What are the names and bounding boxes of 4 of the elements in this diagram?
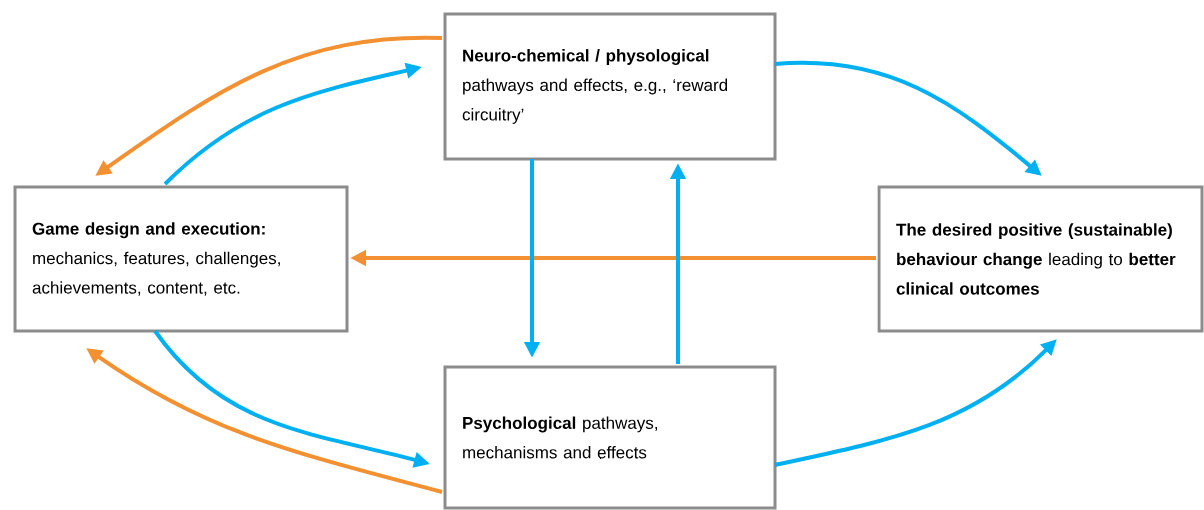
process-box: Psychological pathways, mechanisms and effects [443,365,777,510]
process-box: Neuro-chemical / physological pathways and effects, e.g., ‘reward circuitry’ [443,12,777,161]
process-box: Game design and execution: mechanics, features, challenges, achievements, content, etc. [13,185,349,333]
process-box: The desired positive (sustainable) behaviour change leading to better clinical outcomes [877,185,1204,333]
